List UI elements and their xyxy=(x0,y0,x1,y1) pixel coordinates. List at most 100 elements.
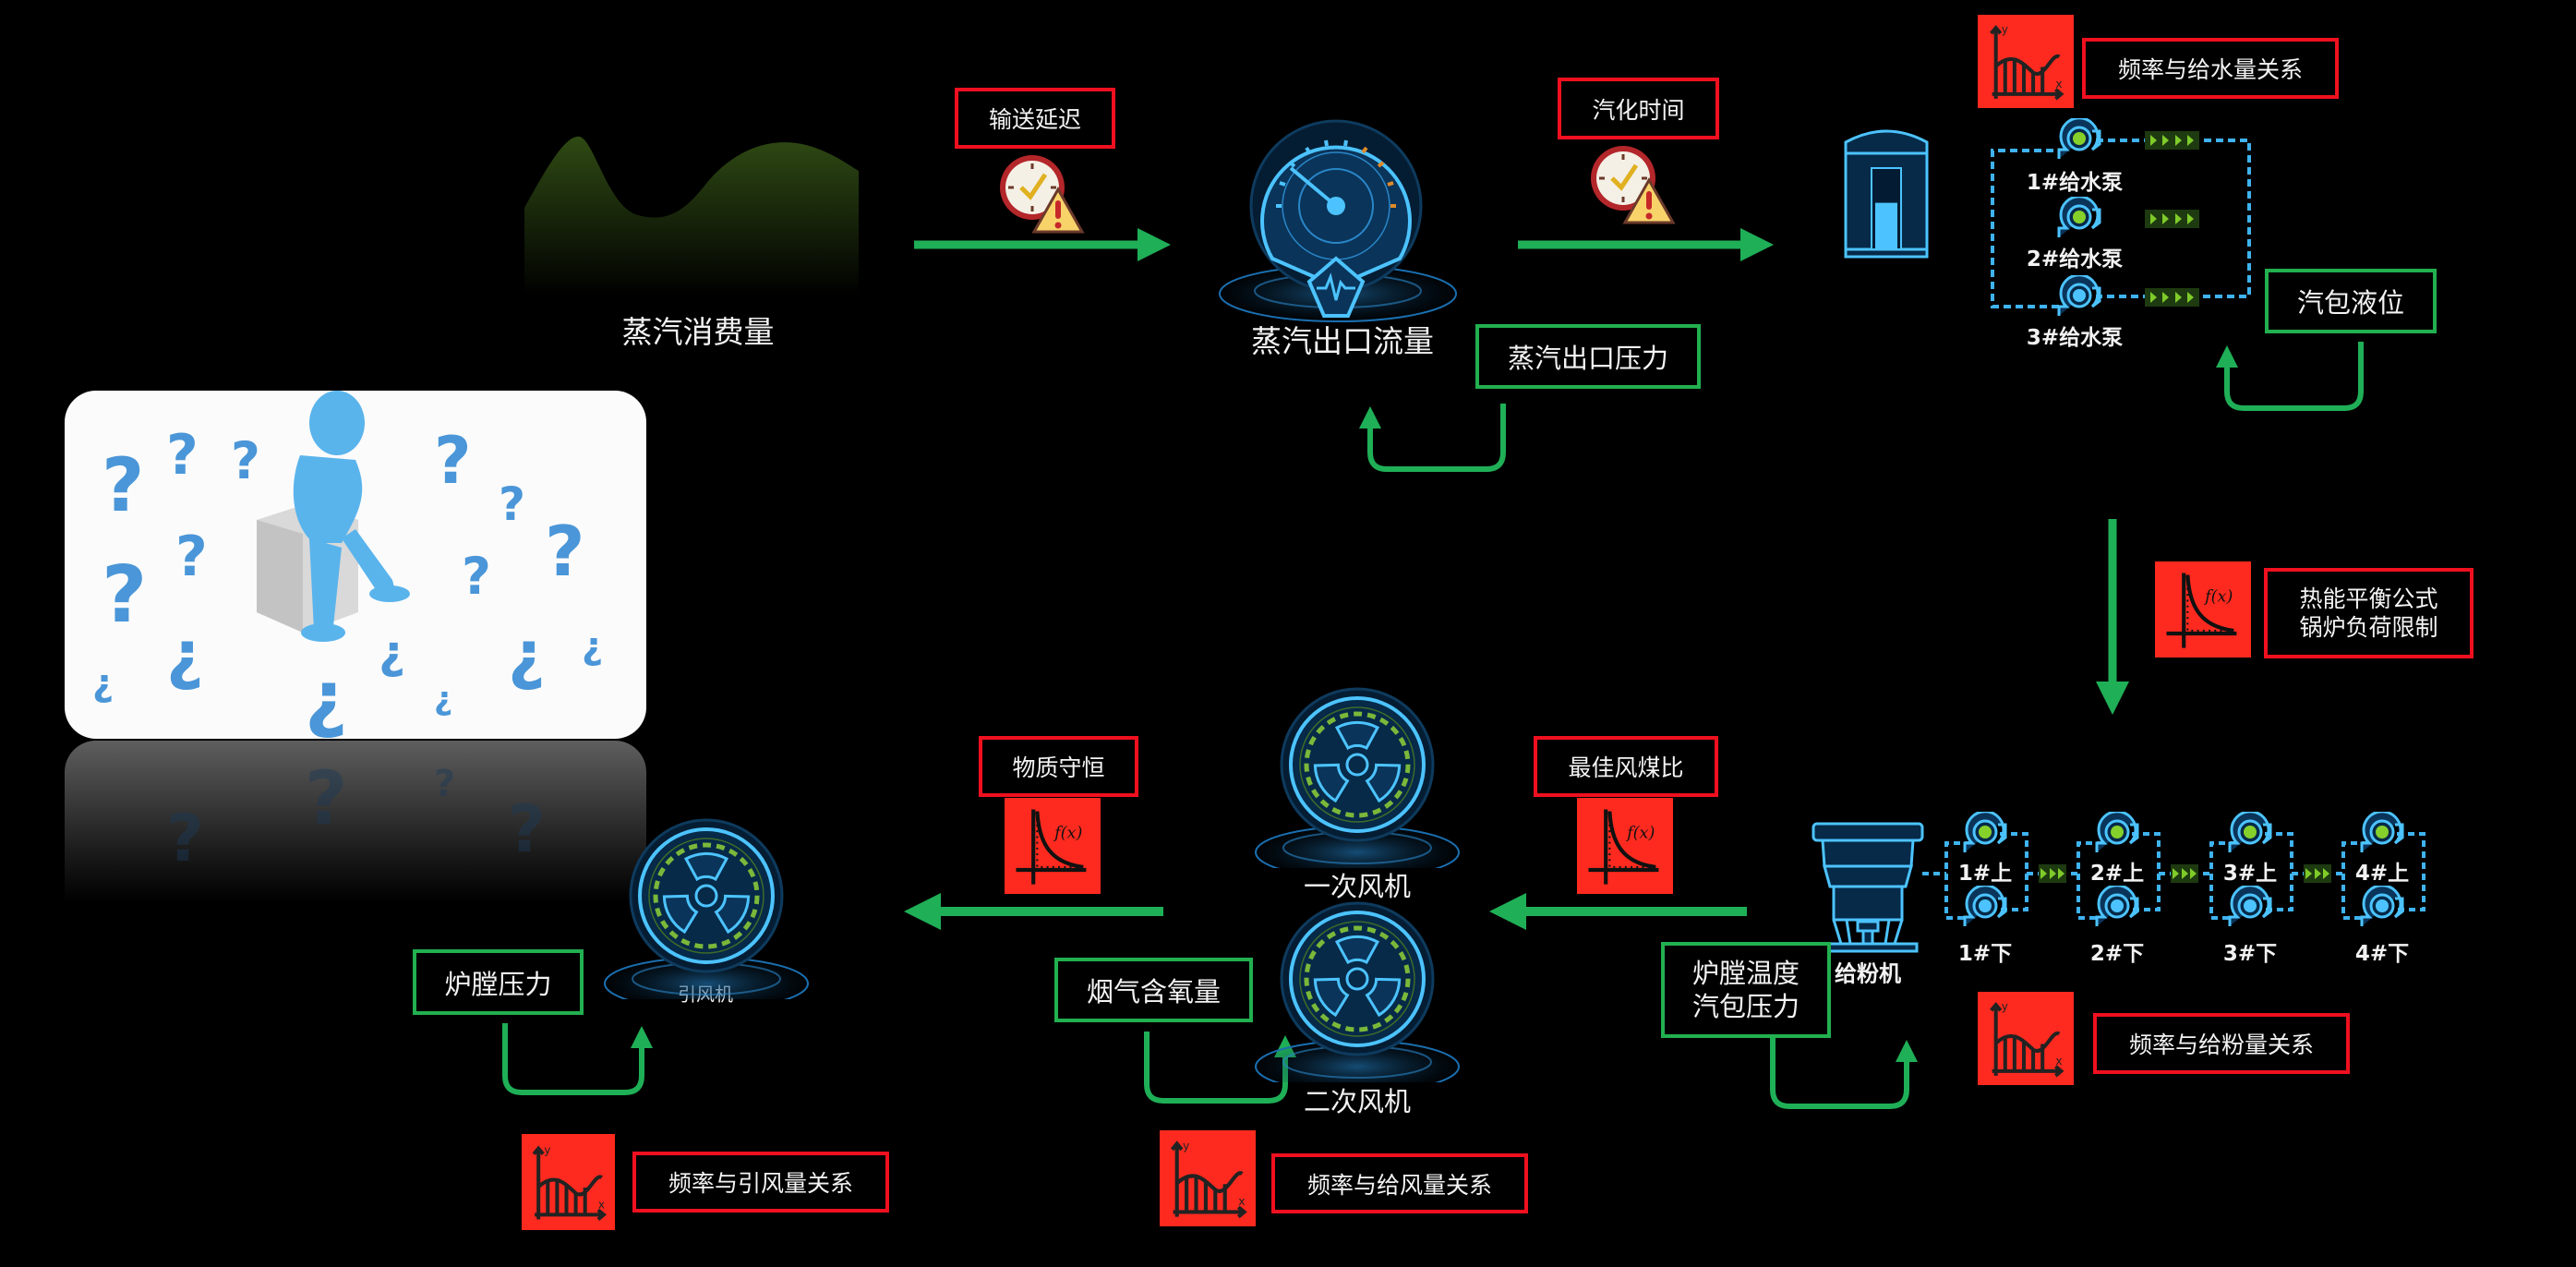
coal-mill-lower-icon xyxy=(1963,886,2007,926)
svg-text:y: y xyxy=(544,1144,550,1157)
vaporization-time-box: 汽化时间 xyxy=(1558,78,1719,139)
chevron-right-icon xyxy=(2189,868,2197,879)
flow-chevrons xyxy=(2145,288,2199,307)
chevron-right-icon xyxy=(2162,213,2170,224)
primary-fan-icon xyxy=(1255,687,1460,868)
coal-mill-upper-label: 1#上 xyxy=(1957,862,2013,886)
svg-text:f(x): f(x) xyxy=(1053,825,1082,843)
heat-balance-box: 热能平衡公式 锅炉负荷限制 xyxy=(2264,568,2474,658)
clock-warning-icon xyxy=(1000,155,1085,234)
svg-text:?: ? xyxy=(175,525,208,589)
transport-delay-box: 输送延迟 xyxy=(955,88,1115,149)
svg-text:?: ? xyxy=(166,801,204,876)
svg-text:f(x): f(x) xyxy=(2203,588,2233,607)
feedback-arrow-furnace-temp xyxy=(1770,1038,1918,1109)
coal-mill-upper-label: 3#上 xyxy=(2222,862,2278,886)
chevron-right-icon xyxy=(2314,868,2321,879)
svg-text:?: ? xyxy=(102,549,147,641)
heat-balance-line2: 锅炉负荷限制 xyxy=(2299,614,2438,641)
coal-mill-upper-label: 2#上 xyxy=(2089,862,2145,886)
coal-mill-upper-icon xyxy=(1963,812,2007,852)
steam-outlet-flow-label: 蒸汽出口流量 xyxy=(1251,323,1434,359)
chevron-right-icon xyxy=(2173,868,2180,879)
svg-text:?: ? xyxy=(305,755,347,841)
feedwater-pump-label: 2#给水泵 xyxy=(2026,247,2124,272)
formula-icon: f(x) xyxy=(1005,798,1101,894)
feedwater-pump-label: 3#给水泵 xyxy=(2026,326,2124,350)
flow-chevrons xyxy=(2039,864,2066,883)
svg-text:¿: ¿ xyxy=(305,655,347,739)
coal-mill-lower-icon xyxy=(2228,886,2272,926)
mass-conservation-box: 物质守恒 xyxy=(979,736,1138,797)
coal-feeder-icon xyxy=(1812,822,1924,953)
chevron-right-icon xyxy=(2150,135,2158,146)
svg-text:?: ? xyxy=(462,547,491,606)
coal-feeder-label: 给粉机 xyxy=(1835,960,1901,987)
air-supply-relation-box: 频率与给风量关系 xyxy=(1271,1153,1528,1213)
coal-feed-relation-box: 频率与给粉量关系 xyxy=(2093,1013,2350,1074)
feedback-arrow-flue-oxygen xyxy=(1144,1032,1296,1104)
clock-warning-icon xyxy=(1591,146,1676,224)
induced-air-relation-box: 频率与引风量关系 xyxy=(632,1152,889,1213)
chevron-right-icon xyxy=(2174,292,2182,303)
chevron-right-icon xyxy=(2150,213,2158,224)
svg-text:?: ? xyxy=(166,423,199,488)
coal-mill-upper-icon xyxy=(2360,812,2404,852)
svg-text:¿: ¿ xyxy=(434,681,452,718)
chevron-right-icon xyxy=(2162,135,2170,146)
coal-mill-lower-icon xyxy=(2095,886,2139,926)
chevron-right-icon xyxy=(2174,135,2182,146)
induced-fan-icon xyxy=(604,818,809,999)
svg-text:?: ? xyxy=(434,423,472,499)
svg-text:y: y xyxy=(2002,23,2008,36)
coal-mill-upper-icon xyxy=(2228,812,2272,852)
thinking-person-reflection: ?? ?? xyxy=(65,741,646,902)
heat-balance-line1: 热能平衡公式 xyxy=(2299,585,2438,612)
flue-oxygen-box: 烟气含氧量 xyxy=(1054,958,1253,1022)
primary-fan-label: 一次风机 xyxy=(1303,871,1412,902)
svg-text:¿: ¿ xyxy=(582,625,603,668)
secondary-fan-label: 二次风机 xyxy=(1303,1086,1412,1117)
chevron-right-icon xyxy=(2162,292,2170,303)
chevron-right-icon xyxy=(2186,213,2194,224)
chevron-right-icon xyxy=(2186,292,2194,303)
furnace-pressure-box: 炉膛压力 xyxy=(413,949,584,1015)
formula-icon: f(x) xyxy=(1577,798,1673,894)
chevron-right-icon xyxy=(2049,868,2056,879)
svg-text:?: ? xyxy=(102,442,144,528)
steam-drum-icon xyxy=(1844,129,1929,259)
coal-mill-lower-label: 3#下 xyxy=(2222,942,2278,966)
flow-chevrons xyxy=(2145,131,2199,150)
chevron-right-icon xyxy=(2186,135,2194,146)
formula-icon: f(x) xyxy=(2155,561,2251,658)
chevron-right-icon xyxy=(2174,213,2182,224)
feedwater-pump-label: 1#给水泵 xyxy=(2026,171,2124,195)
steam-outlet-pressure-box: 蒸汽出口压力 xyxy=(1475,324,1701,389)
flow-chevrons xyxy=(2304,864,2331,883)
feedwater-relation-box: 频率与给水量关系 xyxy=(2082,38,2339,99)
svg-text:y: y xyxy=(1183,1139,1189,1152)
coal-mill-upper-label: 4#上 xyxy=(2354,862,2410,886)
chevron-right-icon xyxy=(2150,292,2158,303)
svg-text:x: x xyxy=(598,1198,605,1211)
best-air-coal-ratio-box: 最佳风煤比 xyxy=(1534,736,1718,797)
coal-mill-lower-label: 2#下 xyxy=(2089,942,2145,966)
feedwater-pump-icon xyxy=(2057,275,2101,316)
svg-text:x: x xyxy=(2055,1055,2062,1068)
svg-text:¿: ¿ xyxy=(92,662,114,705)
chevron-right-icon xyxy=(2057,868,2064,879)
feedback-arrow-outlet-pressure xyxy=(1359,404,1506,472)
feedwater-pump-icon xyxy=(2057,197,2101,237)
drum-pressure-label: 汽包压力 xyxy=(1691,991,1800,1022)
chevron-right-icon xyxy=(2305,868,2313,879)
coal-mill-lower-label: 4#下 xyxy=(2354,942,2410,966)
chevron-right-icon xyxy=(2040,868,2048,879)
svg-text:x: x xyxy=(2055,78,2062,90)
chevron-right-icon xyxy=(2322,868,2329,879)
flow-chevrons xyxy=(2145,210,2199,228)
coal-mill-upper-icon xyxy=(2095,812,2139,852)
feedback-arrow-furnace-pressure xyxy=(502,1023,653,1095)
svg-text:?: ? xyxy=(545,511,585,592)
